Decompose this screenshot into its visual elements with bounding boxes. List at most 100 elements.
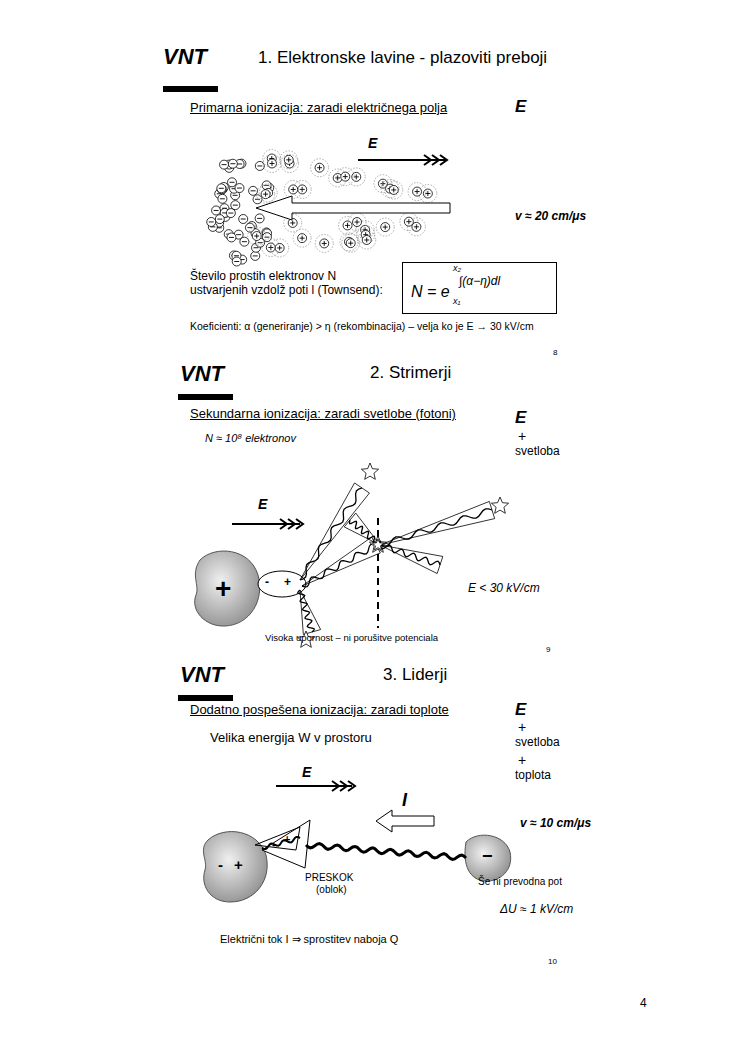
stroke xyxy=(343,221,352,230)
stroke xyxy=(319,165,320,170)
stroke xyxy=(289,185,298,194)
stroke xyxy=(241,219,246,220)
formula-text: x₁ xyxy=(453,297,460,307)
note: Velika energija W v prostoru xyxy=(210,731,372,746)
symbol-label: svetloba xyxy=(515,445,560,459)
leader-channel xyxy=(262,837,466,860)
current-label: I xyxy=(402,790,407,811)
formula-text: N = e xyxy=(411,283,450,301)
formula-text: x₂ xyxy=(453,264,461,274)
stroke xyxy=(237,163,242,164)
stroke xyxy=(231,201,240,210)
page-number: 4 xyxy=(640,997,647,1011)
stroke xyxy=(215,215,224,224)
stroke xyxy=(413,187,422,196)
stroke xyxy=(380,509,492,546)
symbol-label: E xyxy=(515,97,526,117)
symbol-label: svetloba xyxy=(515,736,560,750)
stroke xyxy=(252,232,261,241)
current-arrow xyxy=(376,810,434,832)
stroke xyxy=(228,159,237,168)
field-label: E xyxy=(368,135,377,151)
stroke xyxy=(342,234,360,252)
field-arrow xyxy=(232,519,303,529)
stroke xyxy=(417,189,418,194)
stroke xyxy=(262,837,300,849)
charge-sign: + xyxy=(284,576,291,590)
stroke xyxy=(248,227,266,245)
stroke xyxy=(380,501,495,545)
stroke xyxy=(408,219,409,224)
stroke xyxy=(298,234,307,243)
stroke xyxy=(427,191,428,196)
stroke xyxy=(233,195,238,196)
stroke xyxy=(257,218,262,219)
stroke xyxy=(271,239,289,257)
stroke xyxy=(302,236,303,241)
stroke xyxy=(376,218,394,236)
stroke xyxy=(230,182,235,183)
stroke xyxy=(226,209,235,218)
stroke xyxy=(400,213,418,231)
header-bar xyxy=(178,695,233,701)
stroke xyxy=(207,217,216,226)
polarity-sign: − xyxy=(482,846,493,867)
stroke xyxy=(347,223,348,228)
stroke xyxy=(247,227,252,228)
stroke xyxy=(341,172,350,181)
stroke xyxy=(255,161,264,170)
stroke xyxy=(306,844,466,860)
stroke xyxy=(255,214,264,223)
stroke xyxy=(227,233,236,242)
formula-box: N = ex₂x₁∫(α−η)dl xyxy=(402,262,557,314)
stroke xyxy=(279,245,280,250)
header-bar xyxy=(163,86,218,92)
stroke xyxy=(228,213,233,214)
stroke xyxy=(340,233,358,251)
stroke xyxy=(349,520,380,545)
stroke xyxy=(346,239,355,248)
stroke xyxy=(380,545,443,574)
note: Visoka upornost – ni porušitve potencial… xyxy=(265,633,438,644)
stroke xyxy=(288,218,297,227)
symbol-label: + xyxy=(518,428,526,444)
stroke xyxy=(217,219,222,220)
stroke xyxy=(219,188,224,189)
stroke xyxy=(337,175,338,180)
leader-tip xyxy=(255,827,300,850)
stroke xyxy=(345,174,346,179)
velocity-label: v ≈ 20 cm/μs xyxy=(515,210,586,224)
electrode xyxy=(203,832,267,902)
stroke xyxy=(236,234,241,235)
stroke xyxy=(245,223,254,232)
stroke xyxy=(222,164,227,165)
slide-tag: VNT xyxy=(180,361,224,386)
stroke xyxy=(218,194,227,203)
note: Električni tok I ⇒ sprostitev naboja Q xyxy=(220,933,398,946)
stroke xyxy=(217,185,226,194)
slide-tag: VNT xyxy=(180,662,224,687)
symbol-label: E xyxy=(515,408,526,428)
field-label: E xyxy=(302,764,311,780)
stroke xyxy=(251,190,256,191)
stroke xyxy=(242,241,247,242)
stroke xyxy=(344,513,380,545)
field-label: E < 30 kV/cm xyxy=(468,582,540,596)
stroke xyxy=(385,181,403,199)
stroke xyxy=(404,217,413,226)
stroke xyxy=(381,180,399,198)
stroke xyxy=(293,187,294,192)
stroke xyxy=(217,184,226,193)
dashed-line xyxy=(377,518,379,628)
stroke xyxy=(229,237,234,238)
charge-sign: + xyxy=(234,856,243,873)
stroke xyxy=(258,242,263,243)
stroke xyxy=(293,229,311,247)
stroke xyxy=(381,223,390,232)
electrode xyxy=(195,551,260,626)
slide-title: 1. Elektronske lavine - plazoviti preboj… xyxy=(258,48,547,68)
stroke xyxy=(353,218,362,227)
field-arrow xyxy=(276,781,355,791)
subheading: Sekundarna ionizacija: zaradi svetlobe (… xyxy=(190,407,456,422)
stroke xyxy=(288,157,289,162)
